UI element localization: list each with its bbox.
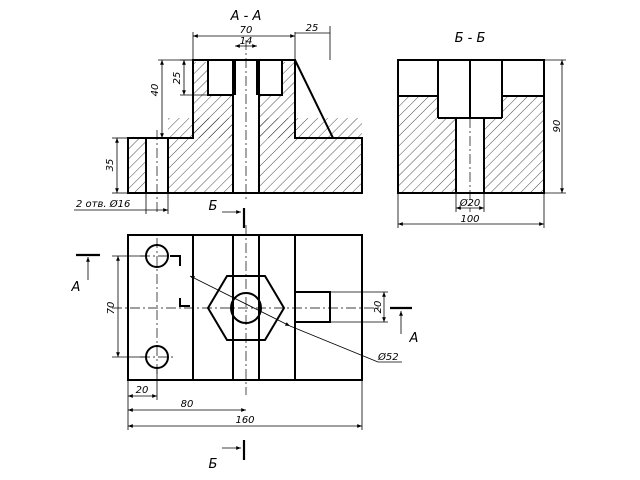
plan-outline xyxy=(127,234,363,381)
cut-a-right-label: А xyxy=(409,331,419,346)
dim-52: Ø52 xyxy=(377,351,399,363)
dim-25-top: 25 xyxy=(306,23,319,34)
section-aa-view: А - А 70 14 25 25 40 35 2 отв. Ø16 xyxy=(74,9,363,214)
plan-view: 70 20 Ø52 20 80 160 xyxy=(106,225,402,430)
dim-holes-16: 2 отв. Ø16 xyxy=(76,198,130,210)
cut-b-bottom-label: Б xyxy=(209,457,218,472)
dim-160: 160 xyxy=(235,415,254,426)
cutting-plane-a: А А xyxy=(71,253,419,346)
dim-35: 35 xyxy=(105,159,116,172)
cut-a-left-label: А xyxy=(71,280,81,295)
dim-20-right: 20 xyxy=(373,301,384,314)
dim-25-left: 25 xyxy=(172,72,183,85)
section-bb-title: Б - Б xyxy=(455,31,486,46)
dim-20-bottom: 20 xyxy=(136,385,149,396)
section-bb-view: Б - Б 90 Ø20 100 xyxy=(397,31,566,228)
section-aa-hatching xyxy=(128,62,362,193)
cut-b-top-label: Б xyxy=(209,199,218,214)
section-aa-outline xyxy=(127,59,363,194)
dim-14: 14 xyxy=(240,36,253,47)
dim-80: 80 xyxy=(181,399,194,410)
dim-90: 90 xyxy=(552,120,563,133)
dim-20-bb: Ø20 xyxy=(459,197,481,209)
dim-70-left: 70 xyxy=(106,302,117,315)
dim-40: 40 xyxy=(150,84,161,97)
section-aa-title: А - А xyxy=(230,9,262,24)
dim-70-top: 70 xyxy=(240,25,253,36)
cutting-plane-b: Б Б xyxy=(209,199,246,472)
dim-100: 100 xyxy=(460,214,479,225)
section-bb-hatching xyxy=(398,96,544,193)
